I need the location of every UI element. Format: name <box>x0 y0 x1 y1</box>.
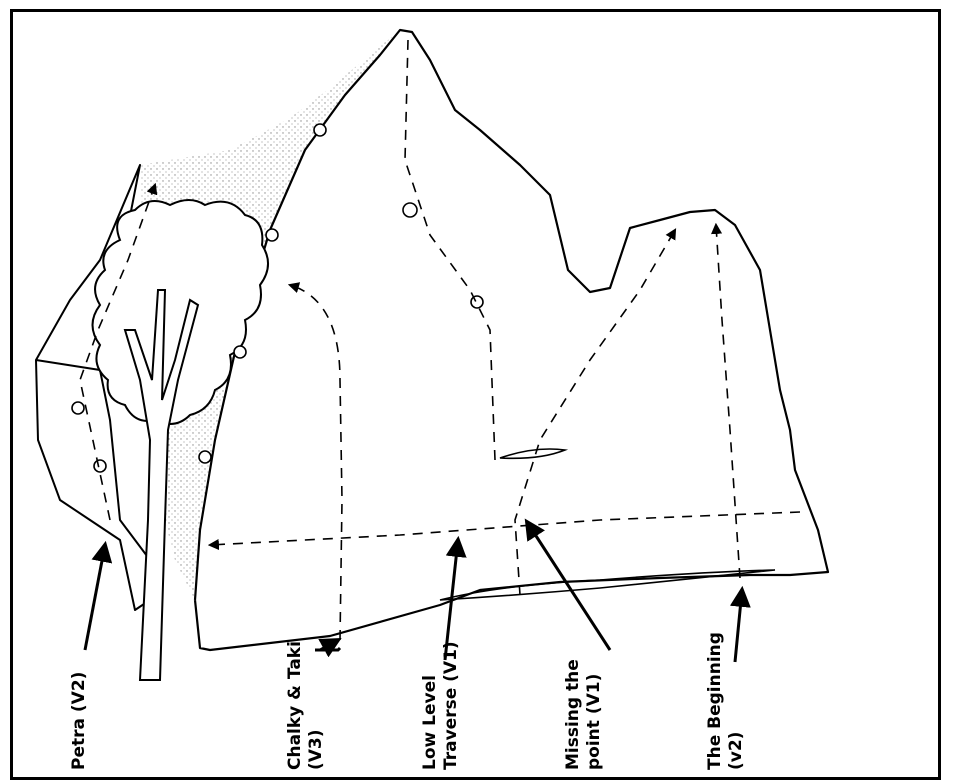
base-crack <box>440 570 775 600</box>
label-low-level-traverse: Low Level Traverse (V1) <box>420 641 461 770</box>
arrow-chalky <box>315 648 340 650</box>
label-chalky-taki: Chalky & Taki (V3) <box>285 635 326 770</box>
crack-horizontal <box>500 449 565 458</box>
arrow-petra <box>85 545 105 650</box>
label-petra: Petra (V2) <box>69 672 89 770</box>
arrow-beginning <box>735 590 742 662</box>
label-missing-the-point: Missing the point (V1) <box>563 653 604 770</box>
route-labels: Petra (V2) Chalky & Taki (V3) Low Level … <box>69 626 746 770</box>
arrow-missing <box>527 522 610 650</box>
label-the-beginning: The Beginning (v2) <box>705 626 746 770</box>
